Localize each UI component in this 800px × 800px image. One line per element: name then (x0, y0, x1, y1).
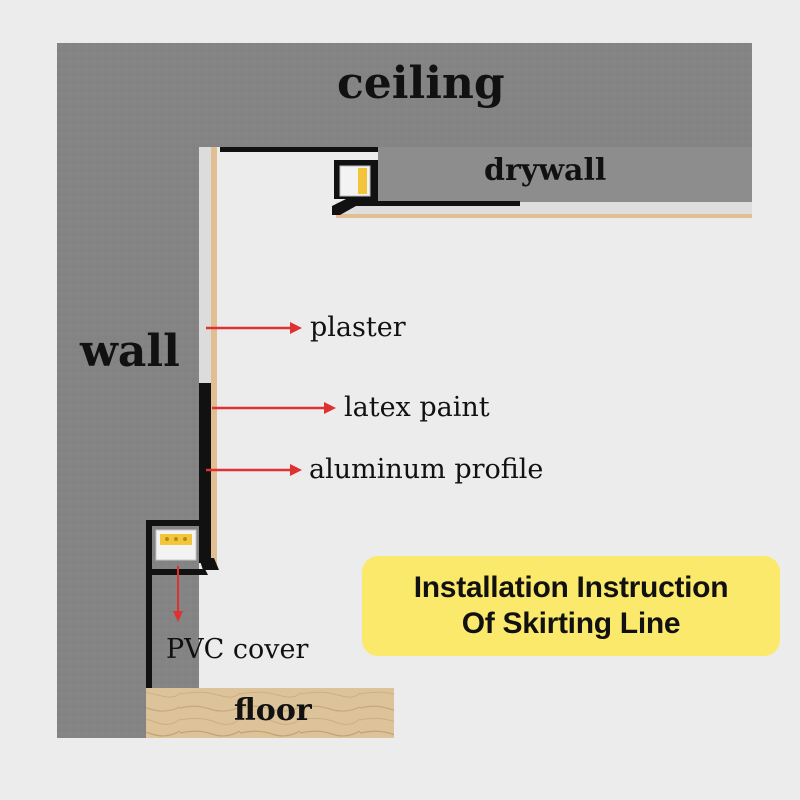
title-line-1: Installation Instruction (413, 571, 729, 604)
concrete-structure (57, 43, 752, 738)
wall-label: wall (80, 326, 180, 377)
arrow-latex-paint (212, 402, 336, 414)
floor-label: floor (234, 693, 312, 728)
ceiling-led-strip (358, 168, 367, 194)
drywall-skim-line (336, 214, 752, 218)
title-line-2: Of Skirting Line (461, 607, 681, 640)
pvc-cover-label: PVC cover (166, 634, 309, 665)
led-chip (174, 537, 178, 541)
ceiling-label: ceiling (337, 58, 505, 109)
wall-aluminum-profile (199, 383, 211, 563)
floor-board (146, 688, 394, 738)
wall-profile-foot (199, 558, 219, 570)
drywall-label: drywall (484, 153, 607, 188)
title-banner: Installation Instruction Of Skirting Lin… (362, 556, 780, 656)
latex-paint-label: latex paint (344, 392, 490, 423)
wall-latex-paint (211, 147, 217, 567)
drywall-board (378, 147, 752, 202)
arrow-aluminum-profile (206, 464, 302, 476)
led-chip (165, 537, 169, 541)
aluminum-profile-label: aluminum profile (309, 454, 544, 485)
arrow-pvc-cover (173, 566, 183, 622)
arrow-plaster (206, 322, 302, 334)
plaster-label: plaster (310, 312, 406, 343)
led-chip (183, 537, 187, 541)
